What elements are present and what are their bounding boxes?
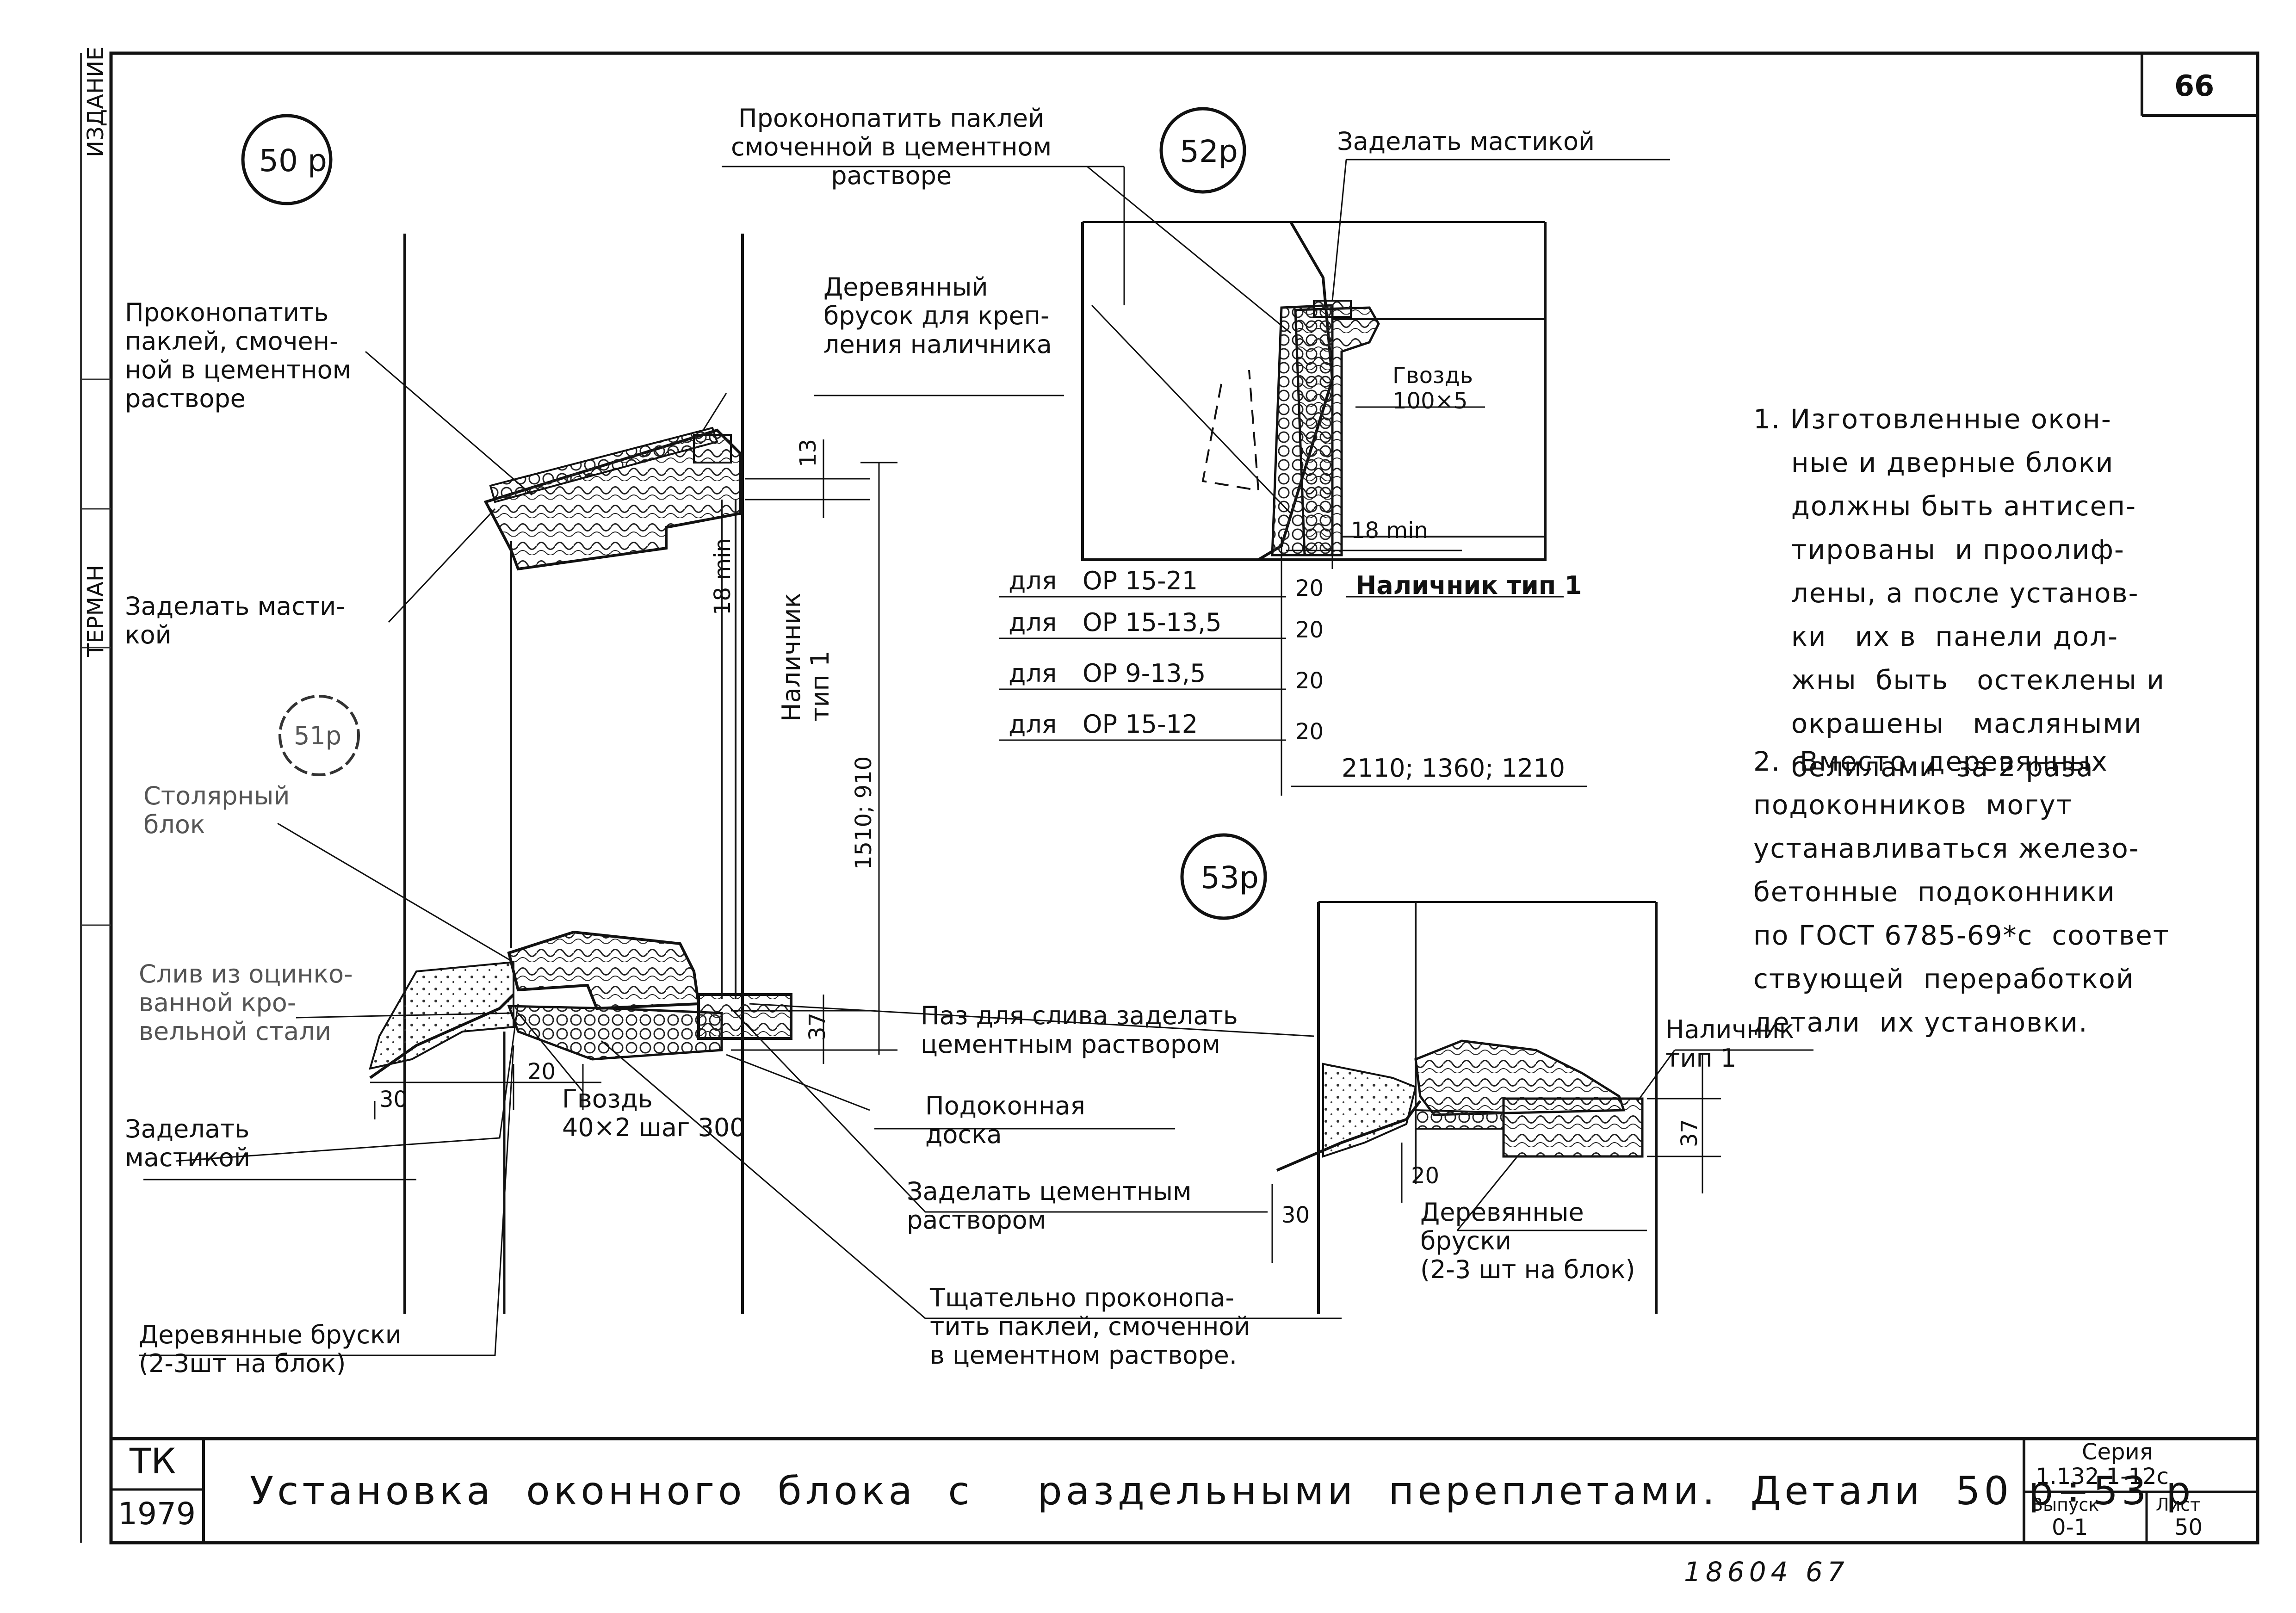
dim-51p-30: 30: [379, 1087, 408, 1112]
label-51p-thorough: Тщательно проконопа- тить паклей, смочен…: [930, 1283, 1250, 1370]
label-51p-nail: Гвоздь 40×2 шаг 300: [562, 1084, 746, 1143]
side-stamp-label-top: ИЗДАНИЕ: [83, 46, 109, 157]
row-52p-2-code: ОР 15-13,5: [1083, 608, 1222, 637]
issue-label: Выпуск: [2031, 1495, 2099, 1515]
issue-value: 0-1: [2052, 1514, 2088, 1540]
label-50p-caulk: Проконопатить паклей, смочен- ной в цеме…: [125, 298, 352, 414]
archive-stamp: 18604 67: [1684, 1556, 1849, 1588]
dim-50p-18min: 18 min: [710, 538, 736, 615]
row-52p-3-for: для: [1009, 659, 1057, 688]
row-52p-1-code: ОР 15-21: [1083, 566, 1198, 595]
row-52p-1-for: для: [1009, 566, 1057, 595]
sheet-frame: [109, 51, 2259, 1545]
dim-51p-37: 37: [805, 1012, 830, 1041]
detail-53p-section: [1271, 901, 1813, 1314]
series-value: 1.132 1-12с: [2036, 1464, 2169, 1489]
sheet-value: 50: [2174, 1514, 2203, 1540]
label-52p-casing: Наличник тип 1: [1355, 571, 1582, 600]
detail-52p-section: [722, 159, 1670, 796]
label-51p-sill: Подоконная доска: [925, 1091, 1085, 1149]
dim-53p-20: 20: [1411, 1163, 1440, 1189]
dim-50p-1510: 1510; 910: [851, 756, 877, 870]
label-53p-bars: Деревянные бруски (2-3 шт на блок): [1420, 1198, 1635, 1285]
note-2: 2. Вместо деревянных подоконников могут …: [1753, 746, 2170, 1038]
row-52p-4-code: ОР 15-12: [1083, 710, 1198, 739]
detail-50p-51p-section: [139, 234, 1342, 1356]
label-52p-mastic: Заделать мастикой: [1337, 127, 1595, 156]
dim-53p-30: 30: [1281, 1202, 1310, 1228]
sheet-number: 66: [2174, 69, 2215, 103]
row-52p-2-for: для: [1009, 608, 1057, 637]
label-51p-mastic: Заделать мастикой: [125, 1114, 250, 1173]
row-52p-3-dim: 20: [1295, 668, 1324, 694]
row-52p-4-dim: 20: [1295, 719, 1324, 745]
label-51p-frame: Столярный блок: [143, 781, 290, 840]
title-block-code: ТК: [130, 1440, 176, 1482]
label-51p-groove: Паз для слива заделать цементным раствор…: [921, 1001, 1238, 1059]
label-50p-mastic: Заделать масти- кой: [125, 592, 345, 650]
label-53p-casing: Наличник тип 1: [1665, 1015, 1795, 1073]
label-51p-cement: Заделать цементным раствором: [907, 1177, 1192, 1235]
detail-52p-label: 52р: [1180, 134, 1238, 169]
detail-51p-circle: [278, 695, 360, 776]
drawing-title: Установка оконного блока с раздельными п…: [250, 1468, 2195, 1514]
row-52p-4-for: для: [1009, 710, 1057, 739]
detail-50p-label: 50 р: [259, 143, 327, 179]
dim-51p-20: 20: [527, 1059, 556, 1085]
label-50p-casing: Наличник тип 1: [777, 593, 835, 722]
row-52p-1-dim: 20: [1295, 575, 1324, 601]
dim-53p-37: 37: [1677, 1119, 1702, 1147]
label-50p-bar: Деревянный брусок для креп- ления наличн…: [823, 272, 1052, 359]
detail-53p-circle: [1180, 833, 1267, 920]
label-51p-bars: Деревянные бруски (2-3шт на блок): [139, 1320, 402, 1378]
dim-52p-bottom: 2110; 1360; 1210: [1342, 754, 1565, 783]
label-52p-caulk: Проконопатить паклей смоченной в цементн…: [731, 104, 1052, 191]
detail-50p-circle: [241, 114, 333, 205]
dim-52p-18min: 18 min: [1351, 518, 1428, 544]
side-stamp-label: ТЕРМАН: [83, 565, 109, 657]
row-52p-3-code: ОР 9-13,5: [1083, 659, 1206, 688]
sheet-label: Лист: [2156, 1495, 2201, 1515]
label-51p-drip: Слив из оцинко- ванной кро- вельной стал…: [139, 959, 353, 1046]
detail-51p-label: 51р: [294, 721, 341, 750]
label-52p-nail: Гвоздь 100×5: [1392, 363, 1473, 414]
title-block-year: 1979: [118, 1496, 196, 1532]
note-1: 1. Изготовленные окон- ные и дверные бло…: [1753, 403, 2165, 783]
row-52p-2-dim: 20: [1295, 617, 1324, 643]
dim-50p-13: 13: [795, 439, 821, 467]
detail-52p-circle: [1159, 107, 1246, 194]
series-label: Серия: [2082, 1439, 2153, 1465]
detail-53p-label: 53р: [1201, 860, 1259, 896]
